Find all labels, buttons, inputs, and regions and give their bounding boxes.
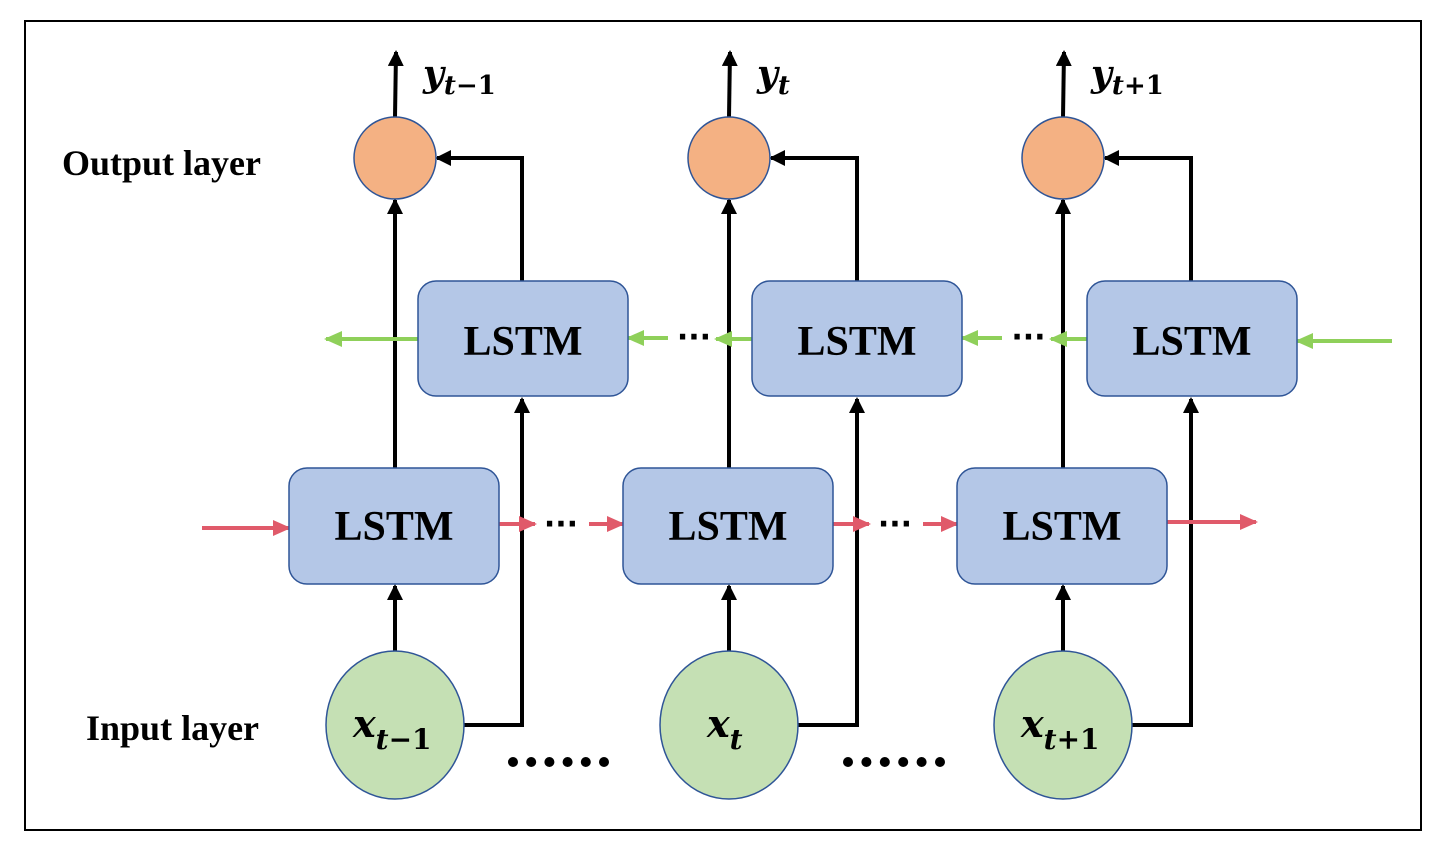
forward-lstm-cell <box>956 467 1168 585</box>
output-node-label: yt−1 <box>422 53 496 101</box>
output-node-label: yt <box>756 53 790 101</box>
input-to-backward-arrow <box>464 397 530 727</box>
forward-lstm-label: LSTM <box>1002 504 1121 550</box>
forward-lstm-label: LSTM <box>334 504 453 550</box>
backward-lstm-cell <box>417 280 629 397</box>
output-arrow <box>721 50 738 118</box>
input-to-backward-arrow <box>798 397 865 727</box>
backward-to-output-arrow <box>769 150 859 281</box>
forward-ellipsis: ··· <box>878 507 912 542</box>
input-node-label: xt+1 <box>1020 701 1100 756</box>
connections: ··· ··· ··· ··· <box>202 50 1392 767</box>
ellipsis-dot <box>843 757 853 767</box>
backward-lstm-label: LSTM <box>463 319 582 365</box>
ellipsis-dot <box>898 757 909 767</box>
forward-lstm-label: LSTM <box>668 504 787 550</box>
ellipsis-dot <box>544 757 555 767</box>
input-node-label: xt−1 <box>352 701 432 756</box>
input-node <box>659 650 799 800</box>
ellipsis-dot <box>508 757 518 767</box>
backward-lstm-label: LSTM <box>797 319 916 365</box>
input-to-backward-arrow <box>1132 397 1199 727</box>
forward-lstm-cell <box>288 467 500 585</box>
input-ellipsis <box>508 757 609 767</box>
backward-ellipsis: ··· <box>1011 320 1045 355</box>
backward-to-output-arrow <box>1103 150 1193 281</box>
ellipsis-dot <box>916 757 927 767</box>
output-layer-label: Output layer <box>62 143 261 183</box>
output-arrow <box>1055 50 1072 118</box>
ellipsis-dot <box>935 757 945 767</box>
backward-lstm-cell <box>751 280 963 397</box>
backward-to-output-arrow <box>435 150 524 281</box>
output-node <box>1021 116 1105 200</box>
output-arrow <box>387 50 404 118</box>
ellipsis-dot <box>562 757 573 767</box>
input-node <box>993 650 1133 800</box>
ellipsis-dot <box>526 757 537 767</box>
backward-ellipsis: ··· <box>677 320 711 355</box>
input-ellipsis <box>843 757 945 767</box>
backward-lstm-cell <box>1086 280 1298 397</box>
ellipsis-dot <box>861 757 872 767</box>
output-node <box>353 116 437 200</box>
forward-ellipsis: ··· <box>544 507 578 542</box>
ellipsis-dot <box>879 757 890 767</box>
input-layer-label: Input layer <box>86 708 259 748</box>
forward-lstm-cell <box>622 467 834 585</box>
output-node-label: yt+1 <box>1090 53 1164 101</box>
input-node <box>325 650 465 800</box>
output-node <box>687 116 771 200</box>
ellipsis-dot <box>580 757 591 767</box>
ellipsis-dot <box>599 757 609 767</box>
backward-lstm-label: LSTM <box>1132 319 1251 365</box>
input-node-label: xt <box>706 701 743 756</box>
